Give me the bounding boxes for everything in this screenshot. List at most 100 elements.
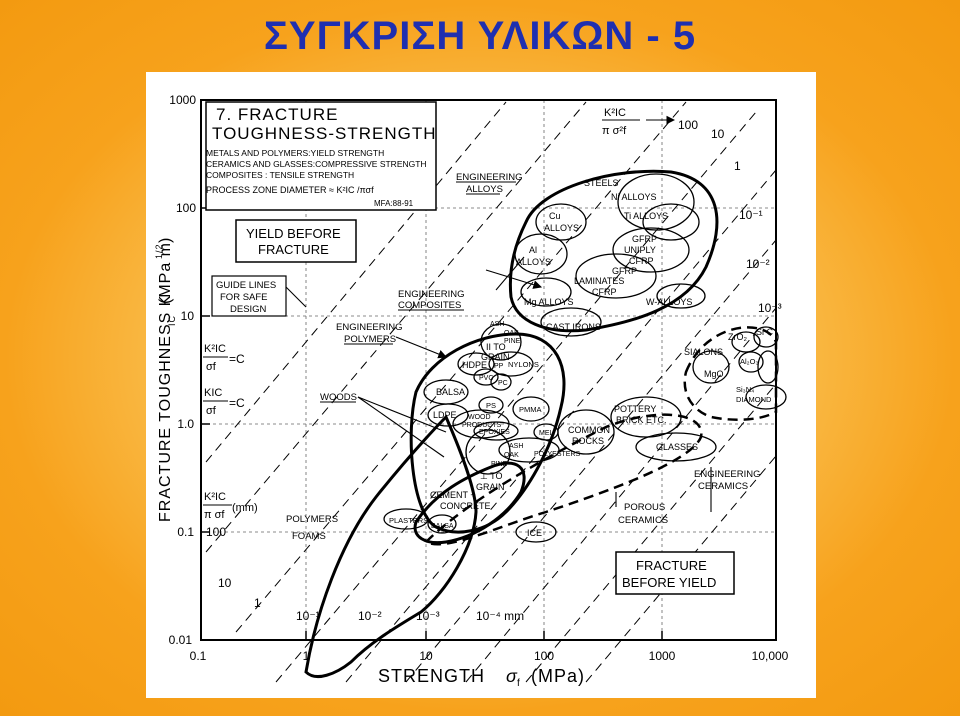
guide-lines-kic2 [205, 101, 777, 683]
svg-text:σf: σf [206, 405, 217, 417]
axis-ticks [201, 99, 663, 641]
svg-text:ENGINEERING: ENGINEERING [398, 289, 465, 300]
svg-text:HDPE: HDPE [462, 360, 487, 370]
svg-text:K²IC: K²IC [204, 491, 226, 503]
dashed-envelopes [423, 326, 778, 546]
svg-text:Al: Al [529, 245, 537, 255]
y-tick-labels: 1000 100 10 1.0 0.1 0.01 [169, 93, 197, 647]
svg-text:POLYMERS: POLYMERS [286, 514, 338, 525]
svg-text:BALSA: BALSA [436, 387, 465, 397]
svg-text:SIALONS: SIALONS [684, 347, 723, 357]
left-formulas: K²IC σf =C KIC σf =C K²IC π σf (mm) 100 [203, 343, 258, 539]
svg-text:ASH: ASH [490, 321, 504, 328]
svg-text:PLASTERS: PLASTERS [389, 516, 428, 525]
svg-text:Ti ALLOYS: Ti ALLOYS [624, 211, 668, 221]
svg-text:Ni ALLOYS: Ni ALLOYS [611, 192, 657, 202]
svg-text:POLYESTERS: POLYESTERS [534, 451, 580, 458]
svg-text:CFRP: CFRP [629, 256, 654, 266]
svg-text:ALLOYS: ALLOYS [544, 223, 579, 233]
svg-text:100: 100 [678, 118, 698, 132]
y-axis-sub: IC [167, 315, 177, 326]
svg-text:Si C: Si C [756, 327, 774, 337]
top-formula-den: π σ²f [602, 125, 627, 137]
bottom-guide-values: 10 1 10⁻¹ 10⁻² 10⁻³ 10⁻⁴ mm [218, 576, 524, 623]
svg-text:10⁻¹: 10⁻¹ [739, 208, 763, 222]
svg-text:GFRP: GFRP [632, 234, 657, 244]
svg-text:II TO: II TO [486, 342, 506, 352]
svg-text:ZrO₂: ZrO₂ [728, 332, 747, 342]
yield-before-fracture-1: YIELD BEFORE [246, 226, 341, 241]
svg-text:WOODS: WOODS [320, 392, 357, 403]
svg-text:10⁻⁴ mm: 10⁻⁴ mm [476, 609, 524, 623]
svg-text:ALLOYS: ALLOYS [516, 257, 551, 267]
svg-text:OAK: OAK [504, 330, 519, 337]
envelope-cement-concrete [413, 461, 526, 545]
y-tick-1.0: 1.0 [177, 417, 194, 431]
plot-frame [200, 99, 777, 641]
svg-text:ENGINEERING: ENGINEERING [336, 322, 403, 333]
svg-text:BALSA: BALSA [431, 523, 454, 530]
x-axis-unit: (MPa) [531, 666, 585, 686]
y-axis-title: FRACTURE TOUGHNESS K IC (MPa m 1/2 ) [154, 237, 177, 522]
svg-text:ICE: ICE [527, 528, 542, 538]
guide-lines-2: FOR SAFE [220, 292, 268, 303]
svg-text:CEMENT +: CEMENT + [430, 490, 476, 500]
legend-line-4: PROCESS ZONE DIAMETER ≈ K²IC /πσf [206, 185, 374, 195]
slide-title: ΣΥΓΚΡΙΣΗ ΥΛΙΚΩΝ - 5 [263, 14, 697, 58]
guide-lines-box [211, 275, 287, 317]
svg-text:CAST IRONS: CAST IRONS [546, 322, 601, 332]
guide-lines-1: GUIDE LINES [216, 280, 276, 291]
svg-text:(mm): (mm) [232, 502, 258, 514]
svg-text:GLASSES: GLASSES [656, 442, 698, 452]
top-formula-num: K²IC [604, 107, 626, 119]
svg-text:GRAIN: GRAIN [481, 352, 510, 362]
svg-text:Si₃N₄: Si₃N₄ [736, 385, 754, 394]
svg-text:KIC: KIC [204, 387, 222, 399]
x-axis-label: STRENGTH [378, 666, 485, 686]
svg-text:σf: σf [206, 361, 217, 373]
chart-panel: 7. FRACTURE TOUGHNESS-STRENGTH METALS AN… [146, 72, 816, 698]
svg-text:PRODUCTS: PRODUCTS [462, 422, 502, 429]
svg-text:ENGINEERING: ENGINEERING [456, 172, 523, 183]
svg-text:10⁻³: 10⁻³ [416, 609, 440, 623]
y-tick-1000: 1000 [169, 93, 196, 107]
envelope-porous-ceramics [423, 413, 703, 546]
svg-text:WOOD: WOOD [468, 414, 491, 421]
svg-text:PINE: PINE [491, 461, 508, 468]
fracture-before-yield-box [615, 551, 735, 595]
svg-text:K²IC: K²IC [204, 343, 226, 355]
svg-text:10: 10 [711, 127, 725, 141]
envelope-engineering-alloys [508, 169, 719, 333]
x-tick-0.1: 0.1 [190, 649, 207, 663]
svg-text:MEL: MEL [539, 430, 554, 437]
yield-before-fracture-box [235, 219, 357, 263]
svg-text:GRAIN: GRAIN [476, 482, 505, 492]
panel-title-1: 7. FRACTURE [216, 105, 338, 124]
class-labels: ENGINEERING ALLOYS ENGINEERING COMPOSITE… [286, 172, 761, 542]
y-axis-close: ) [157, 237, 174, 243]
svg-text:LAMINATES: LAMINATES [574, 276, 624, 286]
svg-text:PP: PP [494, 363, 504, 370]
guide-lines-3: DESIGN [230, 304, 267, 315]
svg-text:=C: =C [229, 396, 245, 410]
y-tick-10: 10 [181, 309, 195, 323]
svg-text:Cu: Cu [549, 211, 561, 221]
legend-line-3: COMPOSITES : TENSILE STRENGTH [206, 170, 354, 180]
svg-text:=C: =C [229, 352, 245, 366]
svg-text:LDPE: LDPE [433, 410, 457, 420]
svg-text:COMPOSITES: COMPOSITES [398, 300, 461, 311]
fracture-before-yield-2: BEFORE YIELD [622, 575, 716, 590]
svg-text:BRICK ETC.: BRICK ETC. [616, 415, 667, 425]
svg-text:ROCKS: ROCKS [572, 436, 604, 446]
svg-text:Mg ALLOYS: Mg ALLOYS [524, 297, 574, 307]
svg-text:10⁻²: 10⁻² [746, 257, 770, 271]
svg-text:10⁻¹: 10⁻¹ [296, 609, 320, 623]
svg-text:POLYMERS: POLYMERS [344, 334, 396, 345]
y-axis-exp: 1/2 [154, 243, 164, 259]
y-tick-100: 100 [176, 201, 196, 215]
svg-text:10: 10 [218, 576, 232, 590]
svg-text:DIAMOND: DIAMOND [736, 395, 772, 404]
legend-line-1: METALS AND POLYMERS:YIELD STRENGTH [206, 148, 384, 158]
fracture-toughness-strength-diagram: 7. FRACTURE TOUGHNESS-STRENGTH METALS AN… [154, 93, 789, 689]
svg-text:10⁻³: 10⁻³ [758, 301, 782, 315]
